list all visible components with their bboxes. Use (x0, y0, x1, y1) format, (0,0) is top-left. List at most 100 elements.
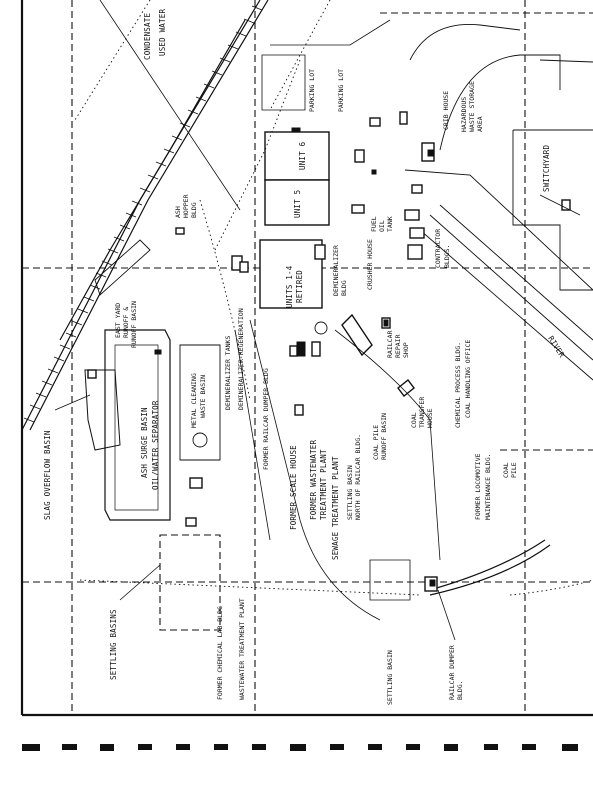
settling-basin-mid-label: SETTLING BASIN (346, 465, 354, 520)
small-bldg-5 (351, 204, 365, 214)
coal-transfer-label-2: TRANSFER (418, 397, 426, 428)
crusher-label: CRUSHER HOUSE (366, 239, 374, 290)
settling-basin-s-label: SETTLING BASIN (386, 650, 394, 705)
parking-lot-outline (261, 54, 306, 111)
road-curve-3 (539, 59, 593, 63)
contractor-bldg-3 (407, 244, 423, 260)
perimeter-road-1 (249, 319, 381, 621)
railcar-dumper-core (429, 579, 436, 587)
stack-1 (291, 127, 301, 133)
coal-handling-label: COAL HANDLING OFFICE (464, 340, 472, 418)
railcar-dumper-leader (437, 589, 456, 641)
settling-basin-mid-label-2: NORTH OF RAILCAR BLDG. (354, 434, 362, 520)
road-top-2 (270, 19, 391, 46)
ash-hopper-label-2: HOPPER (182, 194, 190, 218)
demineralizer-label-2: BLDG (340, 280, 348, 296)
contractor-bldgs-label: CONTRACTOR (434, 229, 442, 268)
former-chem-lab-label: FORMER CHEMICAL LAB BLDG (216, 606, 224, 700)
road-top-1 (99, 0, 241, 211)
road-long-diag-3 (429, 214, 593, 361)
unit-6-label: UNIT 6 (298, 141, 307, 170)
condensate-label: CONDENSATE (143, 13, 152, 60)
basin-equip-2 (189, 477, 203, 489)
scale-house-label: FORMER SCALE HOUSE (289, 445, 298, 530)
contractor-bldgs-label-2: BLDGS. (443, 245, 451, 268)
small-bldg-1 (369, 117, 381, 127)
switchyard-label: SWITCHYARD (542, 145, 551, 192)
railroad-track (21, 0, 269, 431)
former-railcar-label: FORMER RAILCAR DUMPER BLDG (262, 368, 270, 470)
unit-6-building (264, 131, 330, 181)
switchyard-fence (512, 129, 593, 291)
fuel-label-2: OIL (378, 220, 386, 232)
bldg-center-1 (289, 345, 298, 357)
small-bldg-4 (371, 169, 377, 175)
wastewater-plant-label: WASTEWATER TREATMENT PLANT (238, 598, 246, 700)
crib-house-core (427, 149, 435, 157)
metal-cleaning-tank (192, 432, 208, 448)
pipeline-2 (269, 0, 331, 111)
ash-hopper-label-3: BLDG (190, 202, 198, 218)
oil-water-label: OIL/WATER SEPARATOR (151, 400, 160, 490)
fuel-label: FUEL (370, 216, 378, 232)
hazardous-waste-label: HAZARDOUS (460, 97, 468, 132)
railcar-repair-label-3: SHOP (402, 342, 410, 358)
river-label: RIVER (546, 334, 566, 359)
demin-tank-2 (239, 261, 249, 273)
slag-leader (54, 394, 91, 411)
scale-house-bldg (296, 341, 306, 357)
settling-basins-label: SETTLING BASINS (109, 609, 118, 680)
coal-pile-runoff-label: COAL PILE (372, 425, 380, 460)
former-wastewater-label-2: TREATMENT PLANT (319, 449, 328, 520)
chemical-process-label: CHEMICAL PROCESS BLDG. (454, 342, 462, 428)
contractor-bldg-2 (409, 227, 425, 239)
tank-center (314, 321, 328, 335)
railcar-repair-core (383, 319, 389, 327)
switchyard-bldg (561, 199, 571, 211)
railcar-repair-shop (341, 313, 373, 357)
rail-loop (429, 539, 546, 591)
sewage-label: SEWAGE TREATMENT PLANT (331, 456, 340, 560)
units-1-4-annex (314, 244, 326, 260)
slag-overflow-basin (84, 369, 121, 451)
small-bldg-2 (399, 111, 408, 125)
coal-transfer-label-3: HOUSE (426, 408, 434, 428)
used-water-label: USED WATER (158, 9, 167, 56)
east-yard-label-3: RUNOFF BASIN (130, 301, 138, 348)
slag-overflow-label: SLAG OVERFLOW BASIN (43, 430, 52, 520)
units-1-4-retired-label: RETIRED (295, 270, 304, 303)
demin-tanks-label: DEMINERALIZER TANKS (224, 336, 232, 410)
unit-5-building (264, 179, 330, 226)
road-long-diag-2 (419, 229, 593, 381)
metal-cleaning-label-2: WASTE BASIN (199, 375, 207, 418)
coal-pile-label: COAL (502, 462, 510, 478)
basin-marker (154, 349, 162, 355)
settling-basin-1 (159, 534, 221, 631)
former-wastewater-label: FORMER WASTEWATER (309, 440, 318, 520)
small-bldg-3 (354, 149, 365, 163)
contractor-bldg-1 (404, 209, 420, 221)
small-bldg-6 (411, 184, 423, 194)
ash-surge-basin-inner (114, 344, 159, 511)
crib-house-label: CRIB HOUSE (442, 91, 450, 130)
road-curve-1 (409, 24, 521, 61)
demineralizer-label: DEMINERALIZER (332, 245, 340, 296)
bottom-strip (0, 738, 593, 756)
fuel-label-3: TANK (386, 216, 394, 232)
bldg-center-2 (311, 341, 321, 357)
coal-pile-boundary (509, 579, 593, 596)
railcar-dumper-label-2: BLDG. (456, 680, 464, 700)
road-long-diag-1 (404, 169, 593, 291)
parking-lot-label: PARKING LOT (308, 69, 316, 112)
bldg-center-3 (294, 404, 304, 416)
utility-line-2 (214, 59, 301, 251)
settling-basins-leader (119, 564, 161, 601)
basin-equip-1 (185, 517, 197, 527)
hazardous-waste-label-3: AREA (476, 116, 484, 132)
railcar-repair-label: RAILCAR (386, 331, 394, 358)
road-curve-2 (439, 54, 561, 151)
switchyard-line (539, 194, 581, 216)
settling-basin-s-outline (369, 559, 411, 601)
hazardous-waste-label-2: WASTE STORAGE (468, 81, 476, 132)
